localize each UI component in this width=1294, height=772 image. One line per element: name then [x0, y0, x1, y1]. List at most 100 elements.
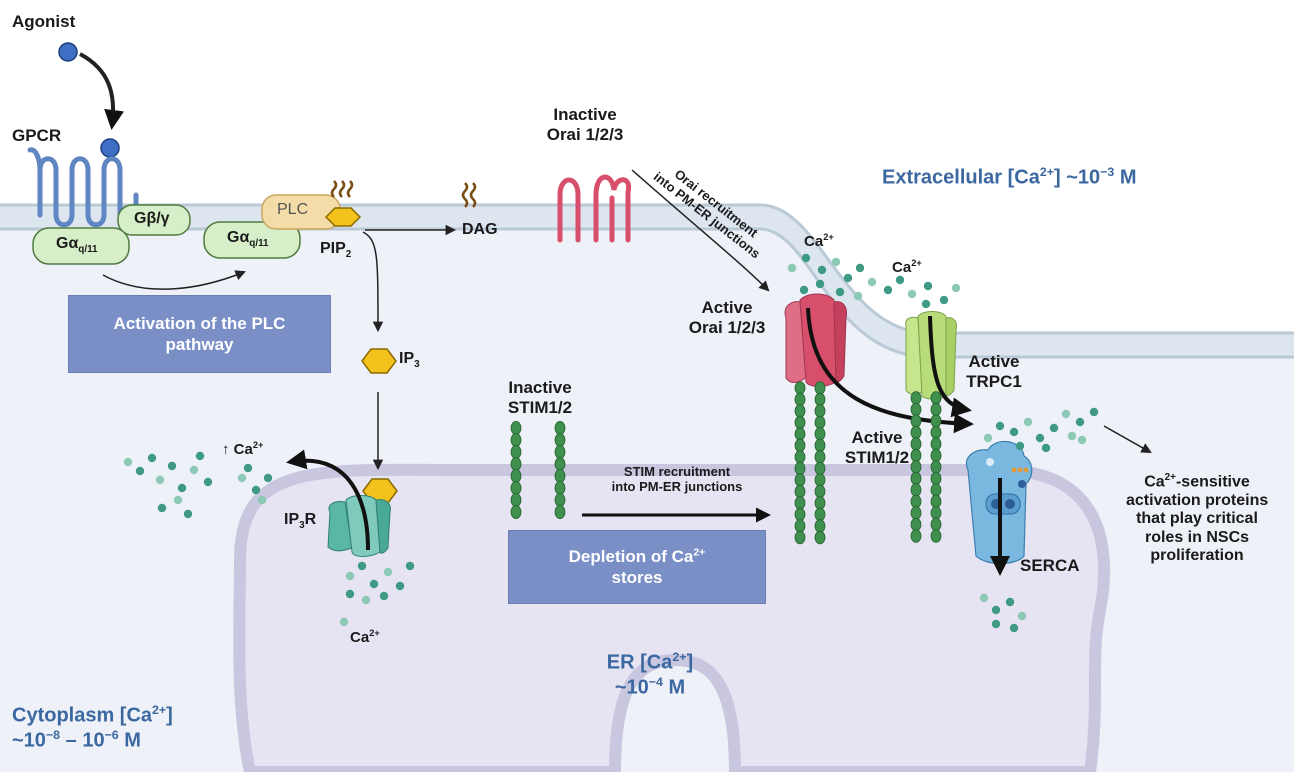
- ip3r-channel: [327, 495, 391, 557]
- extracellular-exponent: −3: [1100, 165, 1115, 179]
- up-ca-charge: 2+: [252, 440, 264, 450]
- stim-domain: [510, 432, 522, 447]
- galpha-label-bound: Gαq/11: [56, 235, 98, 256]
- galpha-subscript: q/11: [78, 244, 98, 256]
- calcium-ion: [853, 291, 863, 301]
- stim-domain: [794, 392, 806, 407]
- calcium-ion: [815, 279, 825, 289]
- plc-box-line2: pathway: [165, 335, 234, 354]
- stim-domain: [794, 415, 806, 430]
- active-trpc1-line1: Active: [968, 352, 1020, 371]
- calcium-ion: [345, 571, 355, 581]
- stim-domain: [510, 468, 522, 483]
- ca-sensitive-rest: -sensitive: [1175, 473, 1250, 491]
- calcium-ion: [907, 289, 917, 299]
- er-ca-label: Ca2+: [350, 628, 380, 646]
- calcium-ion: [177, 483, 187, 493]
- calcium-ion: [983, 433, 993, 443]
- er-concentration-line2: ~10−4 M: [580, 675, 720, 700]
- endoplasmic-reticulum: [233, 463, 1111, 772]
- calcium-ion: [939, 295, 949, 305]
- ip3r-calcium-arrow: [286, 449, 370, 551]
- calcium-ion: [817, 265, 827, 275]
- up-ca-base: Ca: [233, 441, 253, 458]
- ca-sensitive-line3: that play critical: [1136, 510, 1258, 528]
- calcium-ion: [1023, 417, 1033, 427]
- er-text-b: ]: [686, 651, 694, 674]
- ca-sensitive-base: Ca: [1144, 473, 1165, 491]
- ca-base-orai: Ca: [804, 233, 824, 250]
- plc-lipid-tails: [330, 180, 354, 198]
- stim-domain: [814, 496, 826, 510]
- serca-label: SERCA: [1020, 556, 1080, 575]
- stim-domain: [510, 504, 522, 519]
- galpha-subunit-bound: [32, 227, 130, 265]
- cyto-text-e: M: [118, 729, 141, 752]
- ca-sensitive-activation-arrow: [1103, 425, 1152, 454]
- calcium-ion: [147, 453, 157, 463]
- stim-domain: [814, 404, 826, 418]
- calcium-ion: [123, 457, 133, 467]
- stim-recruitment-line1: STIM recruitment: [623, 464, 731, 479]
- calcium-ion: [867, 277, 877, 287]
- calcium-ion: [155, 475, 165, 485]
- galpha-subscript-active: q/11: [249, 238, 269, 250]
- stim-domain: [794, 519, 806, 533]
- stim-domain: [930, 425, 942, 440]
- trpc1-influx-arrow: [928, 315, 972, 418]
- agonist-molecule: [58, 42, 78, 62]
- inactive-orai-channel: [557, 174, 632, 243]
- calcium-ion: [951, 283, 961, 293]
- gpcr-label: GPCR: [12, 126, 62, 145]
- stim-domain: [510, 480, 522, 495]
- calcium-ion: [991, 619, 1001, 629]
- stim-domain: [814, 484, 826, 499]
- extracellular-text-b: ] ~10: [1054, 166, 1101, 189]
- stim-domain: [930, 460, 942, 474]
- calcium-ion: [1015, 441, 1025, 451]
- calcium-ion: [203, 477, 213, 487]
- stim-domain: [510, 492, 522, 507]
- calcium-ion: [1067, 431, 1077, 441]
- stim-domain: [794, 381, 806, 395]
- calcium-ion: [801, 253, 811, 263]
- stim-domain: [930, 437, 942, 451]
- ca-base-trpc1: Ca: [892, 259, 912, 276]
- inactive-stim-line1: Inactive: [508, 378, 572, 397]
- inactive-stim-protein-right: [554, 420, 566, 519]
- stim-domain: [554, 480, 566, 495]
- cyto-exponent-1: −8: [45, 727, 61, 742]
- ca-sensitive-line4: roles in NSCs: [1144, 528, 1250, 546]
- ca-sensitive-line5: proliferation: [1150, 546, 1244, 564]
- stim-domain: [814, 438, 826, 453]
- stim-domain: [794, 461, 806, 476]
- stim-domain: [814, 392, 826, 407]
- er-exponent: −4: [648, 674, 663, 689]
- stim-domain: [794, 530, 806, 545]
- stim-domain: [554, 492, 566, 507]
- active-orai-line1: Active: [701, 298, 753, 317]
- calcium-ion: [135, 466, 145, 476]
- inactive-orai-line2: Orai 1/2/3: [546, 124, 624, 144]
- ca-charge-trpc1: 2+: [911, 258, 922, 268]
- active-stim-line2: STIM1/2: [844, 447, 910, 467]
- cytoplasm-concentration-line1: Cytoplasm [Ca2+]: [12, 703, 173, 728]
- stim-domain: [554, 504, 566, 519]
- calcium-ion: [1017, 611, 1027, 621]
- inactive-orai-line1: Inactive: [553, 105, 617, 124]
- stim-domain: [510, 456, 522, 471]
- dag-label: DAG: [462, 221, 498, 238]
- pip2-subscript: 2: [345, 249, 352, 261]
- cyto-text-a: Cytoplasm [Ca: [12, 704, 153, 727]
- calcium-ion: [1009, 623, 1019, 633]
- cyto-text-d: – 10: [60, 729, 105, 752]
- calcium-ion: [383, 567, 393, 577]
- calcium-ion: [995, 421, 1005, 431]
- active-stim-trpc1-right: [930, 391, 942, 543]
- stim-domain: [910, 506, 922, 520]
- stim-domain: [930, 402, 942, 417]
- inactive-stim-protein-left: [510, 420, 522, 519]
- calcium-ion: [369, 579, 379, 589]
- er-ca-base: Ca: [350, 629, 370, 646]
